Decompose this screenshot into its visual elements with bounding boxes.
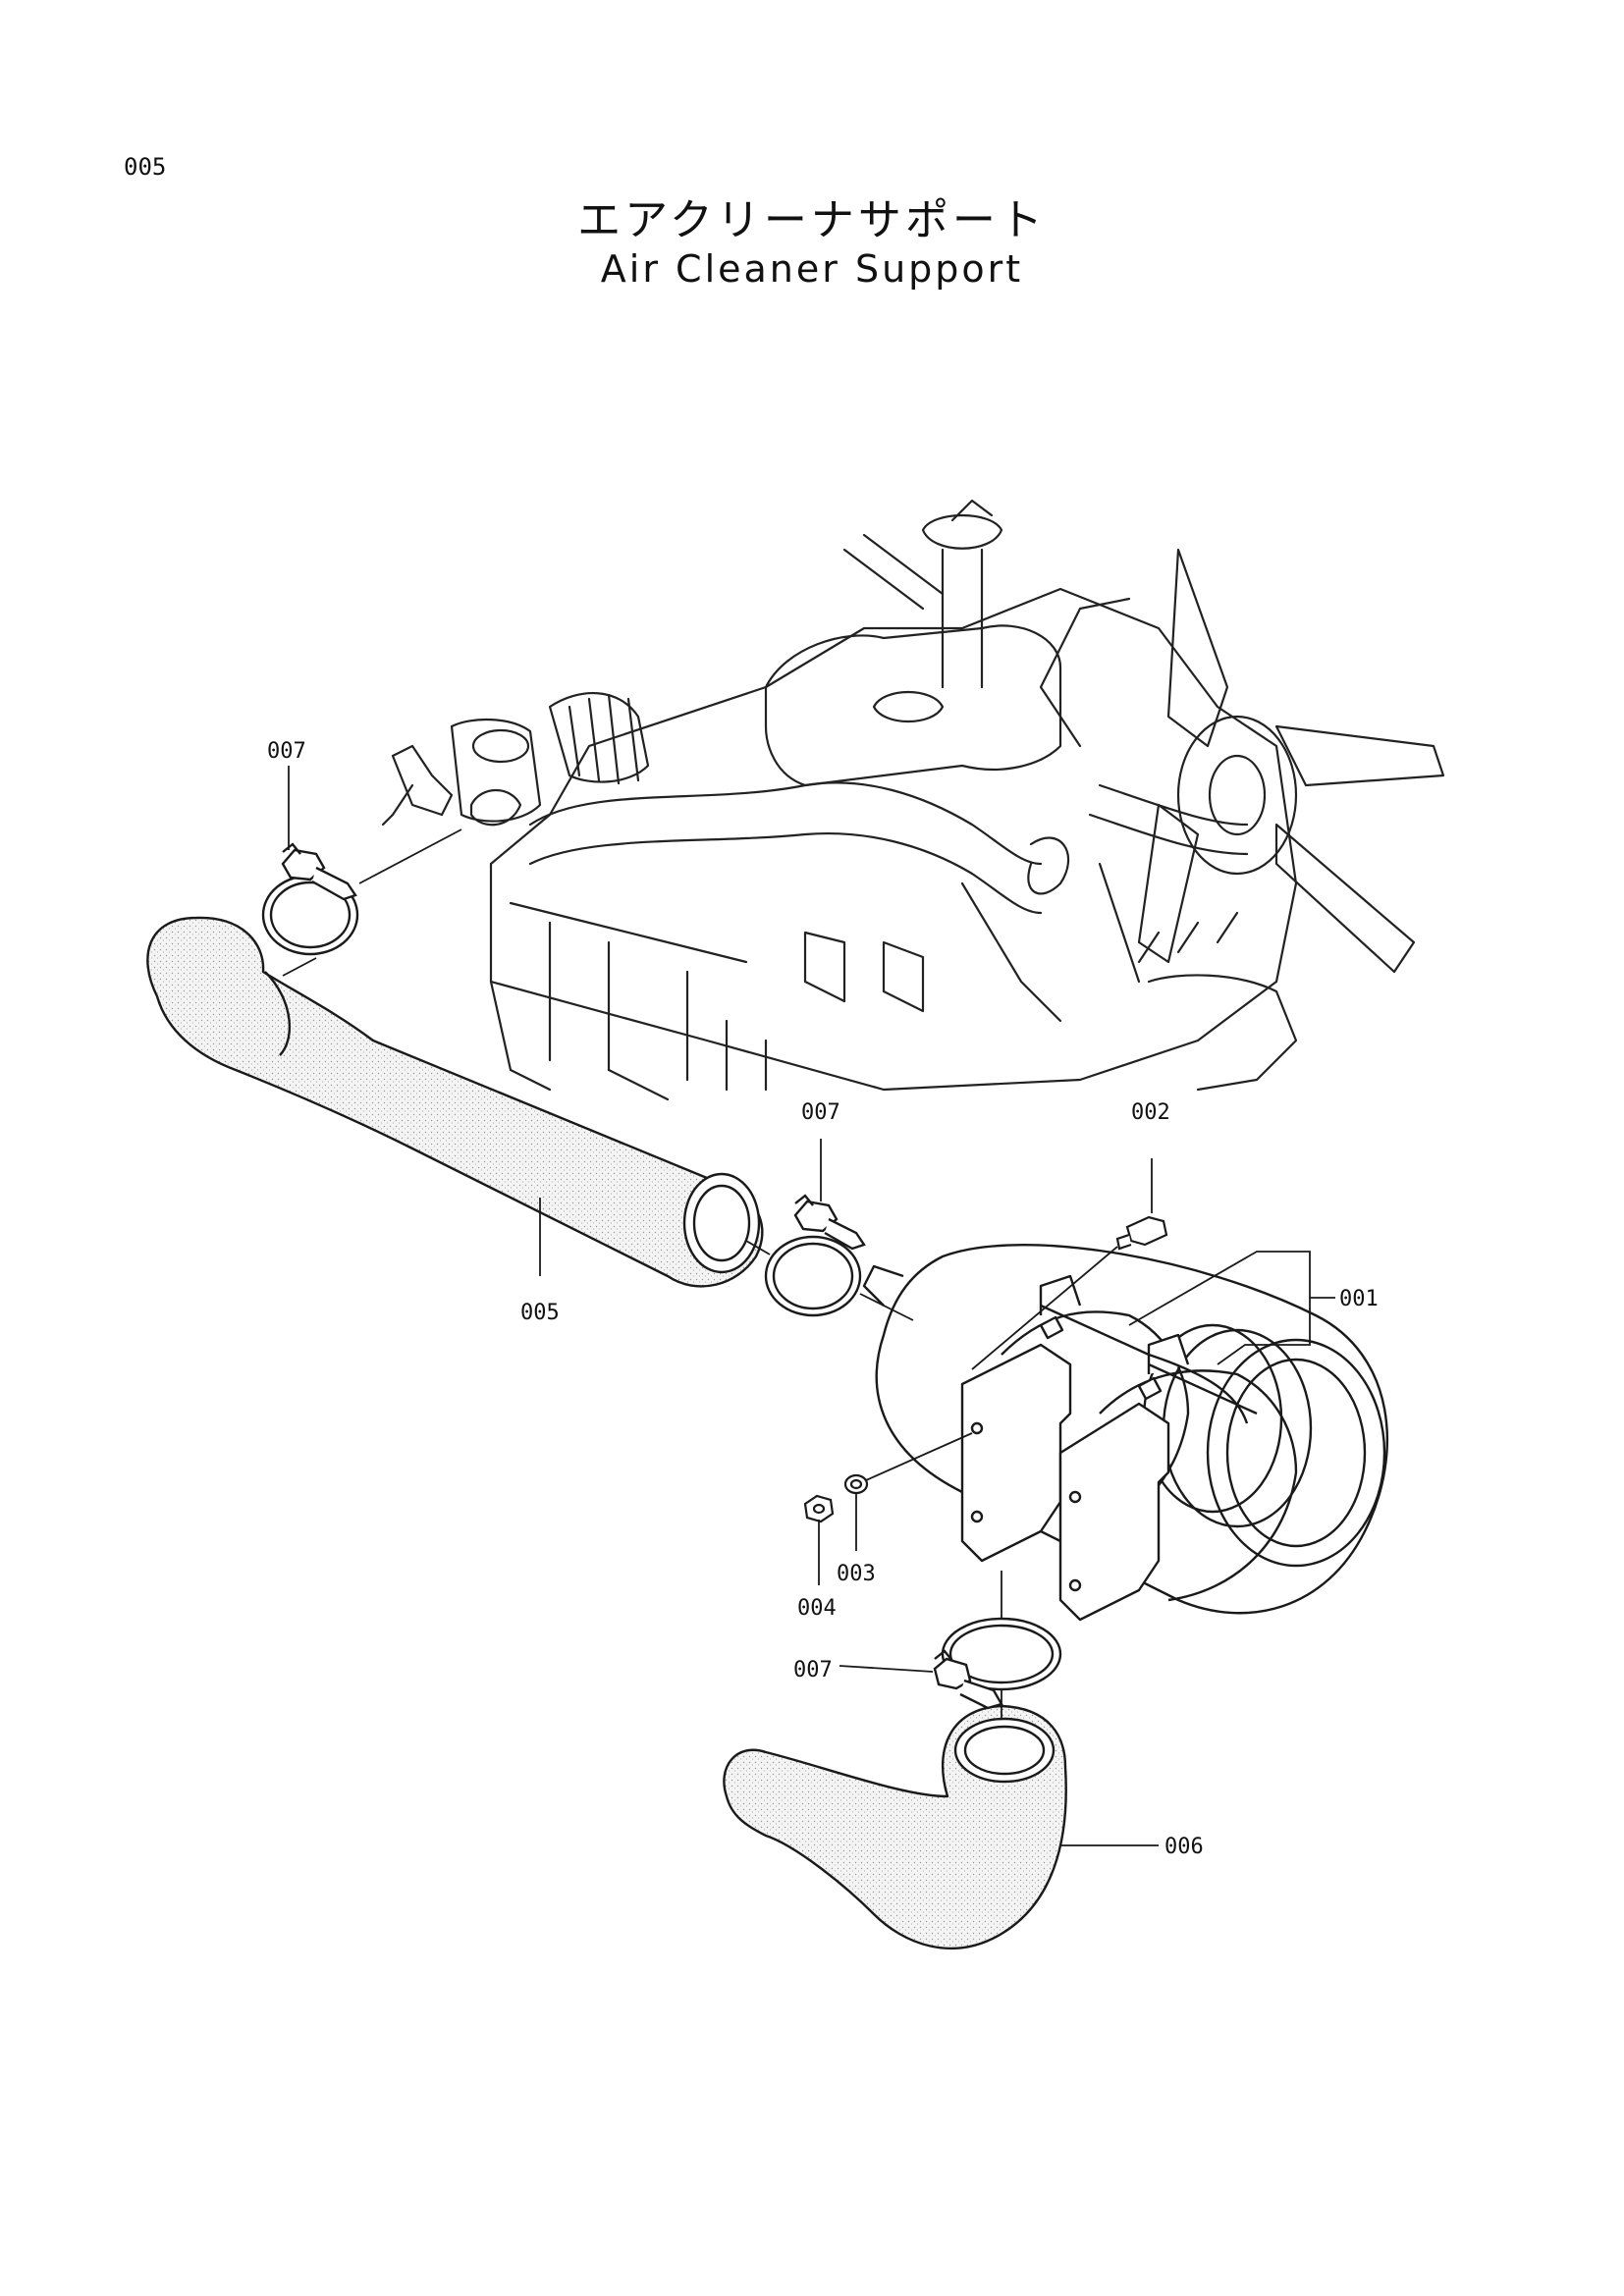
hose-clamp-007-middle (764, 1194, 866, 1317)
callout-001: 001 (1339, 1287, 1379, 1311)
callout-005: 005 (520, 1301, 560, 1325)
upper-hose-005 (146, 916, 764, 1288)
leader-lines (282, 766, 1335, 1846)
callout-002: 002 (1131, 1100, 1170, 1125)
callout-004: 004 (797, 1596, 837, 1621)
page-number: 005 (124, 153, 167, 181)
callout-labels: 007 007 002 005 001 003 004 007 006 (267, 739, 1379, 1859)
callout-007-upper: 007 (267, 739, 306, 764)
callout-006: 006 (1164, 1835, 1204, 1859)
callout-007-lower: 007 (793, 1658, 833, 1682)
hose-clamp-007-upper (261, 842, 359, 956)
title-english: Air Cleaner Support (600, 247, 1024, 291)
engine-outline (381, 499, 1445, 1101)
callout-003: 003 (837, 1562, 876, 1586)
callout-007-middle: 007 (801, 1100, 840, 1125)
washer-003 (843, 1473, 869, 1495)
title-japanese: エアクリーナサポート (577, 195, 1047, 245)
bracket-assembly-001 (960, 1274, 1298, 1622)
hose-clamp-007-lower (933, 1617, 1062, 1710)
nut-004 (803, 1494, 835, 1523)
bolt-002 (1115, 1215, 1168, 1251)
lower-elbow-hose-006 (723, 1704, 1067, 1949)
